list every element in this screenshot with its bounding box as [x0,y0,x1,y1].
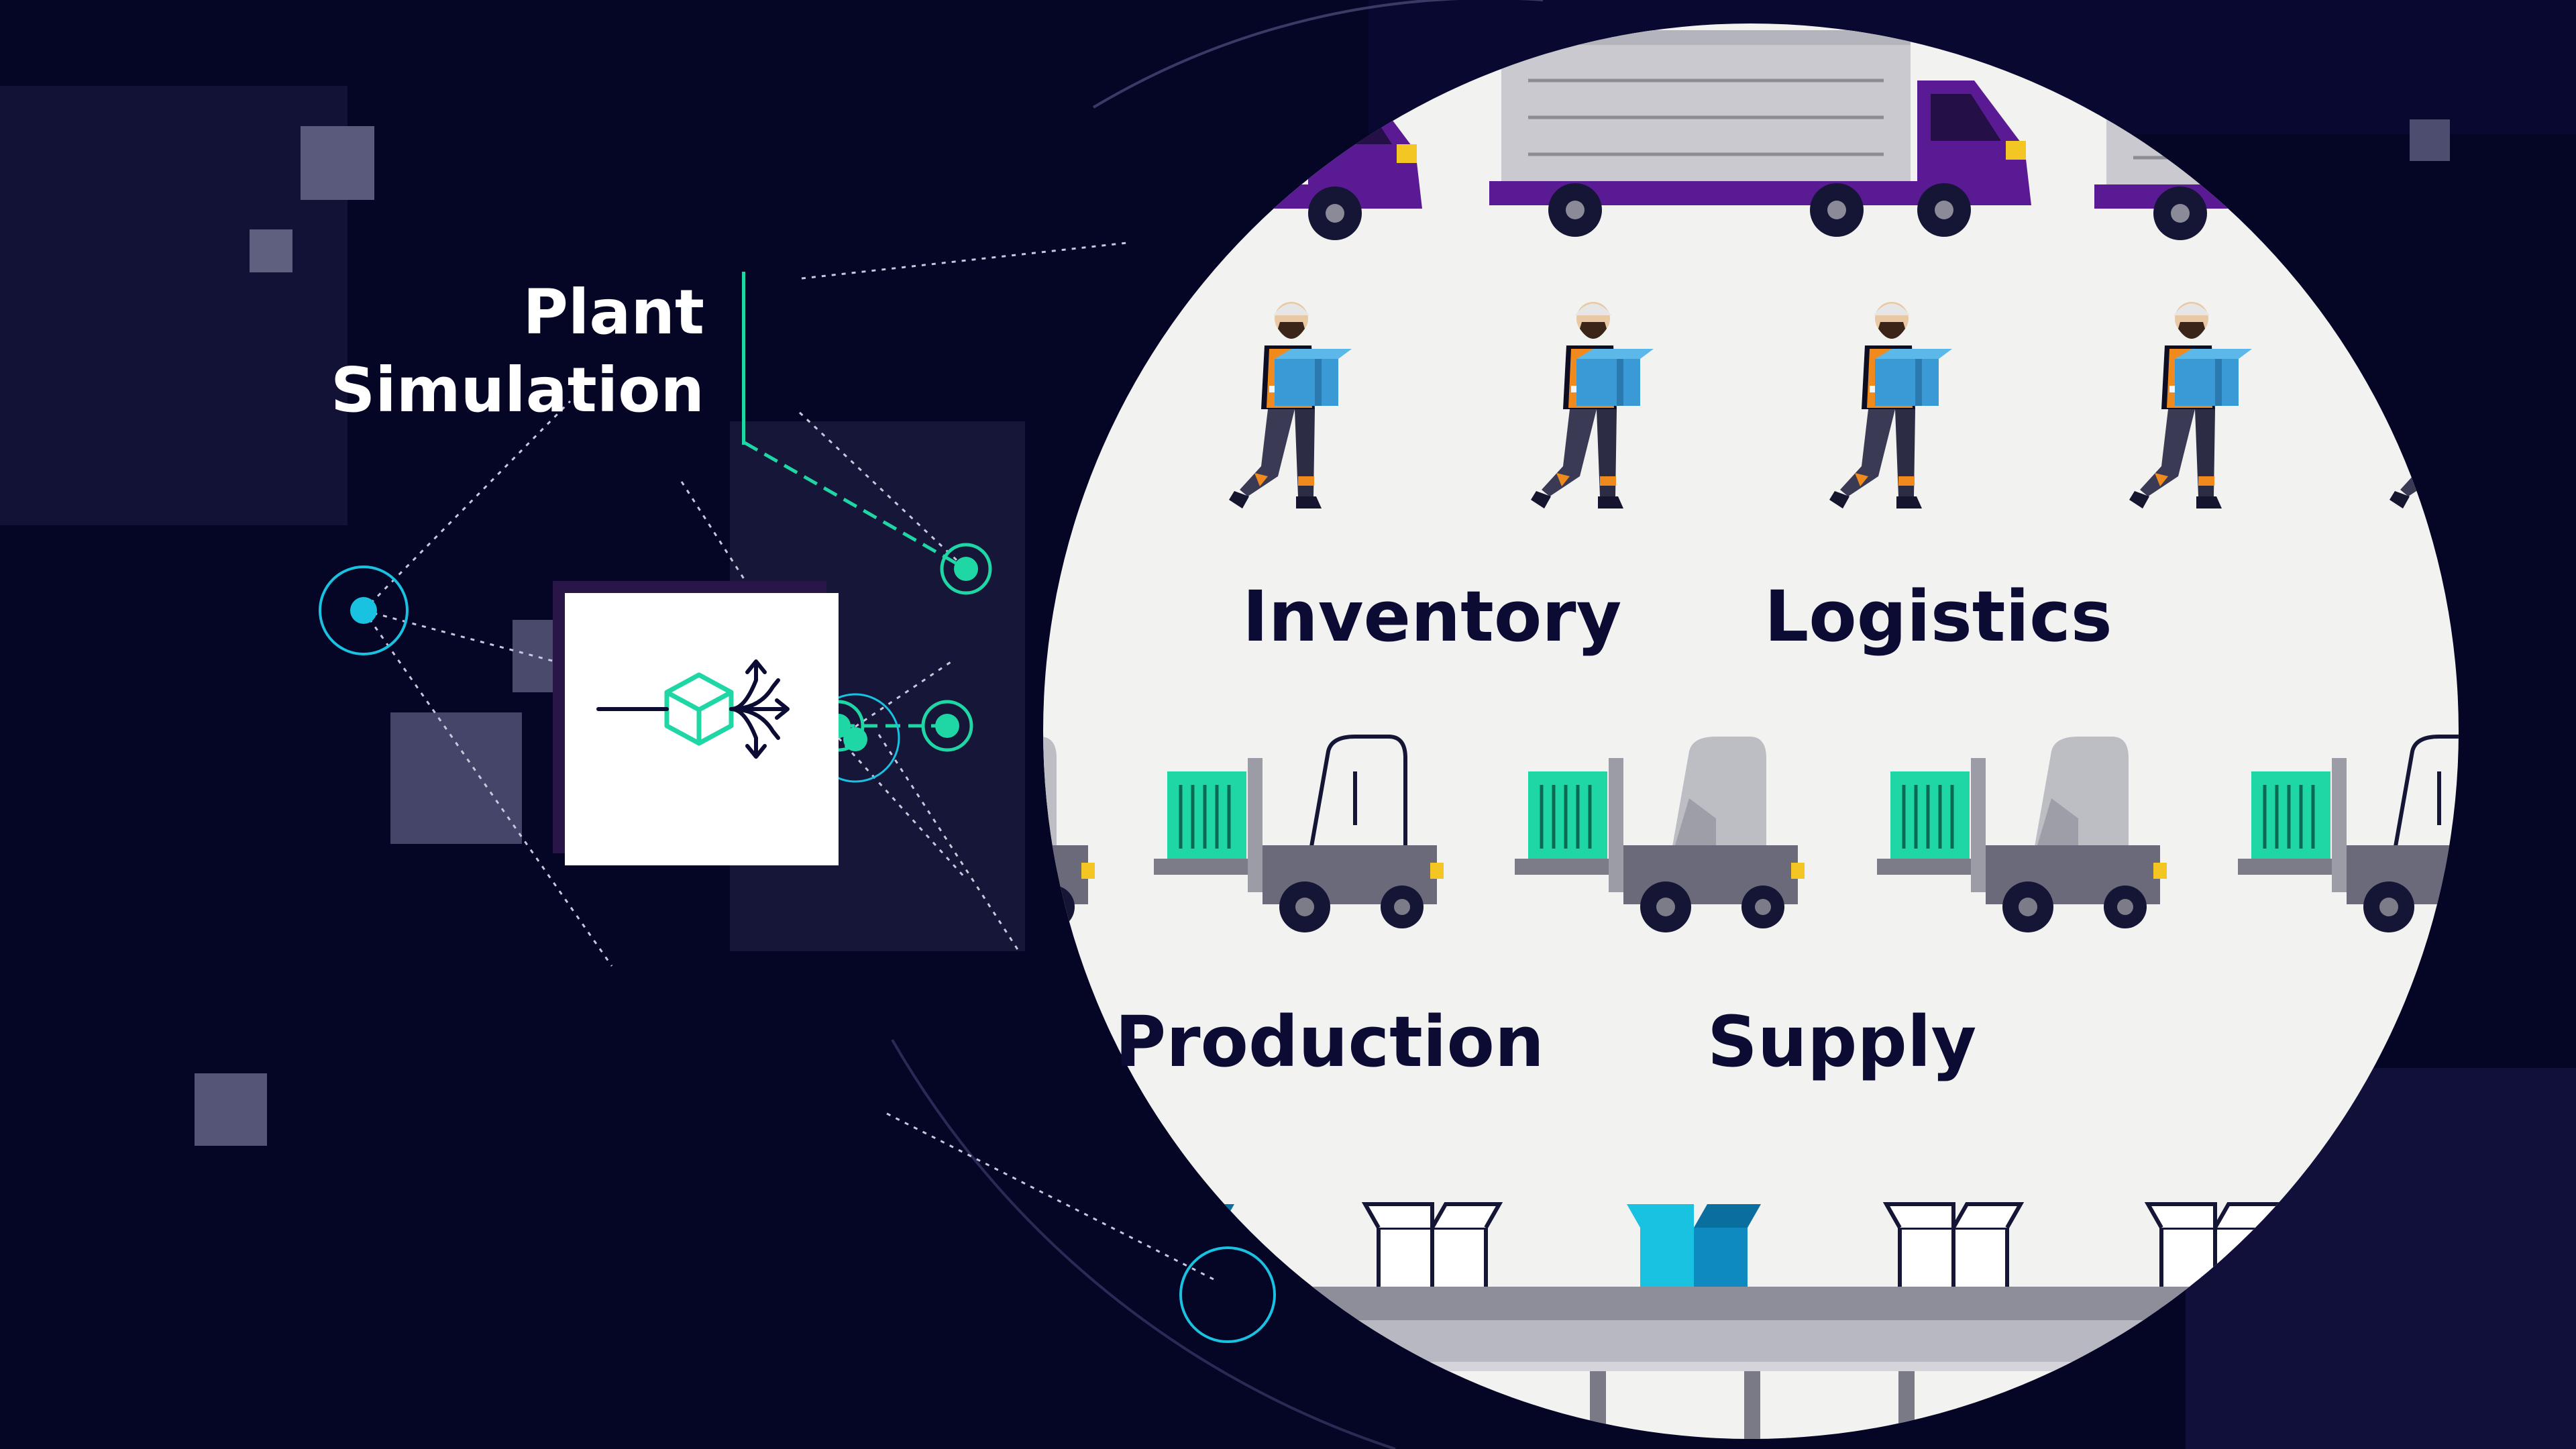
orbit-arc [891,1039,1396,1449]
bg-square [301,126,374,200]
node-marker [921,700,973,752]
worker-icon [887,302,1010,508]
node-marker [319,566,409,655]
bg-square [250,229,292,272]
bg-square [195,1073,267,1146]
forklift-icon [805,737,1095,932]
connector-lines [362,241,1218,1283]
title-bracket [742,272,745,445]
bg-square [2410,119,2450,161]
label-logistics: Logistics [1764,576,2112,657]
label-inventory: Inventory [1242,576,1622,657]
bg-square [0,86,347,525]
title-line-1: Plant [523,276,704,348]
page-title: Plant Simulation [331,274,704,429]
bg-square [513,620,566,692]
cube-branching-arrows-icon [596,659,790,759]
truck-icon [2094,34,2576,240]
label-supply: Supply [1707,1001,1977,1083]
magnifier-lens [1043,23,2459,1439]
node-marker [1179,1246,1276,1343]
orbit-arc [1092,0,1543,109]
label-production: Production [1115,1001,1544,1083]
title-line-2: Simulation [331,354,704,426]
simulation-icon-card [565,593,839,865]
teal-connector [743,441,967,571]
bg-square [390,712,522,844]
truck-icon [880,34,1422,240]
node-marker [940,543,992,595]
